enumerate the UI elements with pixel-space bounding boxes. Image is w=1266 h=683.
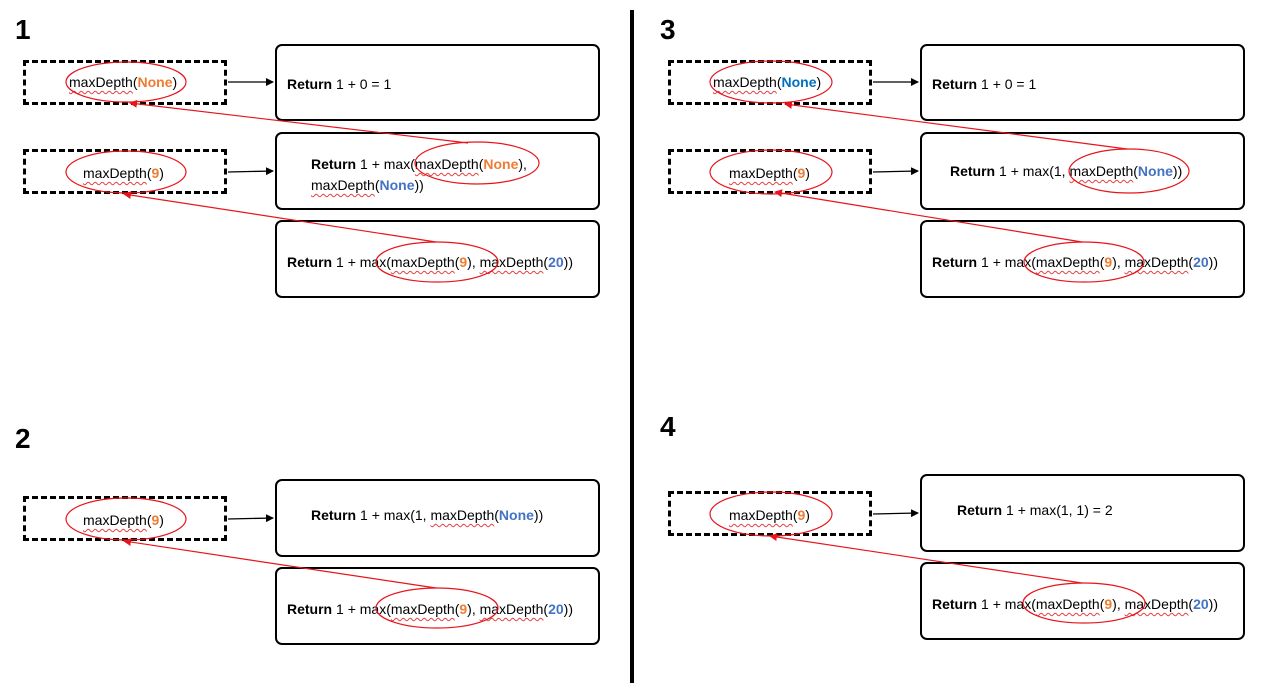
return-arrow — [774, 189, 1083, 243]
highlight-ellipse — [375, 241, 499, 283]
call-arrow — [872, 167, 919, 176]
return-text: Return 1 + 0 = 1 — [932, 76, 1037, 92]
return-text: Return 1 + max(1, maxDepth(None)) — [311, 507, 544, 523]
highlight-ellipse — [65, 61, 187, 103]
highlight-ellipse — [709, 60, 833, 104]
call-label: maxDepth(9) — [83, 512, 164, 528]
return-text: Return 1 + 0 = 1 — [287, 76, 392, 92]
call-arrow — [227, 167, 274, 176]
highlight-ellipse — [709, 149, 833, 195]
call-label: maxDepth(9) — [729, 165, 810, 181]
return-box — [275, 479, 600, 557]
return-box — [920, 220, 1245, 298]
highlight-ellipse — [414, 141, 540, 185]
return-box — [920, 474, 1245, 552]
call-label: maxDepth(None) — [713, 74, 822, 90]
return-box — [920, 44, 1245, 121]
return-box — [275, 132, 600, 210]
return-box — [920, 562, 1245, 640]
highlight-ellipse — [65, 497, 187, 541]
return-box — [920, 132, 1245, 210]
return-arrow — [769, 533, 1083, 584]
return-text: Return 1 + max(1, maxDepth(None)) — [950, 163, 1183, 179]
return-box — [275, 44, 600, 121]
highlight-ellipse — [1022, 582, 1146, 624]
return-box — [275, 567, 600, 645]
vertical-divider — [630, 10, 634, 683]
call-label: maxDepth(9) — [729, 507, 810, 523]
call-arrow — [872, 509, 919, 518]
step-number-1: 1 — [15, 14, 31, 45]
return-text: Return 1 + max(maxDepth(9), maxDepth(20)… — [287, 254, 573, 270]
highlight-ellipse — [1023, 241, 1145, 283]
call-arrow — [227, 514, 274, 523]
return-arrow — [129, 99, 469, 144]
return-arrow — [123, 191, 437, 243]
call-label: maxDepth(None) — [69, 74, 178, 90]
step-number-4: 4 — [660, 411, 676, 442]
return-arrow — [123, 538, 437, 589]
return-text: Return 1 + max(1, 1) = 2 — [957, 502, 1113, 518]
return-arrow — [784, 100, 1128, 150]
return-box — [275, 220, 600, 298]
highlight-ellipse — [709, 491, 833, 537]
highlight-ellipse — [1068, 148, 1190, 194]
return-text: Return 1 + max(maxDepth(9), maxDepth(20)… — [932, 254, 1218, 270]
return-text: Return 1 + max(maxDepth(None),maxDepth(N… — [311, 156, 527, 193]
step-number-2: 2 — [15, 423, 31, 454]
return-text: Return 1 + max(maxDepth(9), maxDepth(20)… — [932, 596, 1218, 612]
step-number-3: 3 — [660, 14, 676, 45]
call-label: maxDepth(9) — [83, 165, 164, 181]
highlight-ellipse — [65, 150, 187, 194]
highlight-ellipse — [375, 587, 499, 629]
